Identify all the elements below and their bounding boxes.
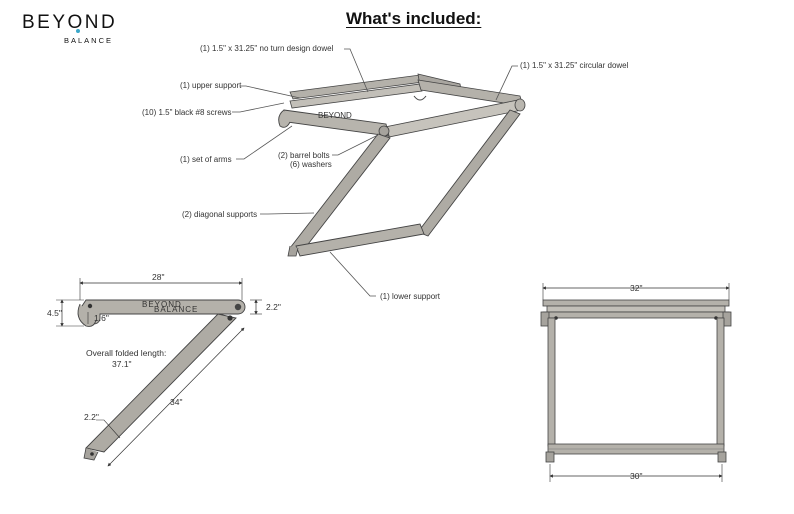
callout-lower-support: (1) lower support	[380, 292, 441, 301]
iso-lower-support	[295, 223, 425, 257]
iso-lower-foot	[287, 245, 299, 257]
leader-screws	[232, 102, 285, 113]
side-arm-brand-sub: BALANCE	[154, 305, 198, 314]
callout-screws: (10) 1.5" black #8 screws	[142, 108, 232, 117]
iso-back-hook-1	[413, 95, 427, 101]
iso-rear-diagonal	[417, 109, 521, 237]
leader-lower-support	[329, 251, 376, 297]
front-left-foot	[545, 451, 555, 463]
side-diagonal-pin	[227, 315, 233, 321]
dim-4-5-label: 4.5"	[47, 308, 62, 318]
callout-leaders	[232, 48, 518, 297]
front-upper-support	[542, 299, 730, 307]
front-right-foot	[717, 451, 727, 463]
leader-arms	[236, 125, 293, 160]
leader-circular-dowel	[495, 65, 518, 101]
dim-1-6-label: 1.6"	[94, 313, 109, 323]
front-left-diagonal	[547, 317, 556, 447]
front-circular-dowel	[542, 311, 730, 319]
dim-line-34	[107, 327, 245, 467]
logo-accent-dot	[76, 29, 80, 33]
side-arm-pivot	[234, 303, 242, 311]
iso-front-hook	[278, 109, 291, 128]
dim-2-2-right-label: 2.2"	[266, 302, 281, 312]
leader-diagonal	[260, 212, 315, 215]
dim-32-label: 32"	[630, 283, 642, 293]
front-view: 32" 30"	[540, 283, 732, 482]
side-view: 28" BEYOND BALANCE 4.5" 1.6" 2.2" 34" 2.…	[47, 272, 281, 467]
callout-circular-dowel: (1) 1.5" x 31.25" circular dowel	[520, 61, 629, 70]
dim-28-label: 28"	[152, 272, 164, 282]
front-right-diagonal	[716, 317, 725, 447]
side-arm-bolt	[87, 303, 93, 309]
side-arm-hook	[77, 303, 97, 327]
brand-logo: BEYOND BALANCE	[22, 10, 122, 45]
callout-arms: (1) set of arms	[180, 155, 232, 164]
callout-washers: (6) washers	[290, 160, 332, 169]
callout-barrel-bolts: (2) barrel bolts	[278, 151, 330, 160]
callout-upper-support: (1) upper support	[180, 81, 242, 90]
logo-sub-text: BALANCE	[64, 36, 114, 45]
callout-design-dowel: (1) 1.5" x 31.25" no turn design dowel	[200, 44, 334, 53]
folded-length-value: 37.1"	[112, 359, 132, 369]
leader-upper-support	[240, 85, 301, 99]
folded-length-label: Overall folded length:	[86, 348, 166, 358]
iso-arm-brand: BEYOND	[318, 111, 352, 120]
page-title: What's included:	[346, 9, 482, 28]
iso-dowel-end	[514, 98, 526, 112]
leader-design-dowel	[344, 48, 369, 93]
dim-leader-2-2-left	[96, 419, 121, 439]
callout-diagonal-supports: (2) diagonal supports	[182, 210, 257, 219]
front-design-dowel	[546, 305, 726, 313]
iso-design-dowel	[289, 83, 423, 109]
dim-34-label: 34"	[170, 397, 182, 407]
side-foot-pin	[90, 452, 94, 456]
logo-main-text: BEYOND	[22, 12, 118, 33]
side-arm-brand: BEYOND	[142, 300, 182, 309]
leader-barrel-bolts	[332, 134, 379, 156]
dim-30-label: 30"	[630, 471, 642, 481]
side-diagonal	[85, 313, 237, 453]
dim-2-2-left-label: 2.2"	[84, 412, 99, 422]
iso-assembly: BEYOND	[278, 73, 526, 257]
